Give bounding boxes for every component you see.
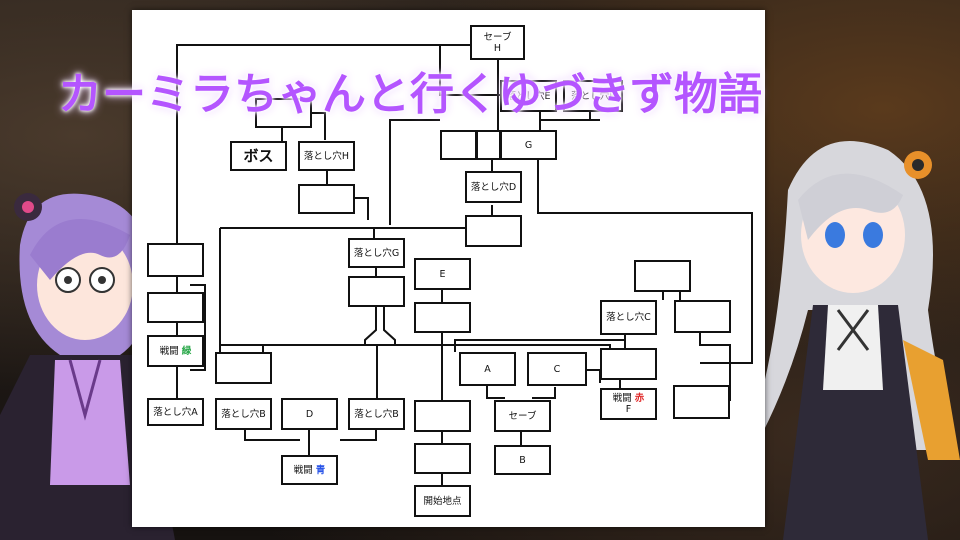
- left-character-illustration: [0, 193, 175, 540]
- box-pit-b-left: 落とし穴B: [215, 398, 272, 430]
- box-pit-d: 落とし穴D: [465, 171, 522, 203]
- battle-blue-color: 青: [315, 464, 326, 476]
- battle-red-label: 戦闘: [612, 393, 632, 404]
- box-pit-e: 落とし穴E: [500, 80, 557, 112]
- box-battle-red: 戦闘 赤 F: [600, 388, 657, 420]
- box-e: E: [414, 258, 471, 290]
- box-pit-h: 落とし穴H: [298, 141, 355, 171]
- battle-red-color: 赤: [634, 393, 645, 404]
- box-pit-d-lower: [465, 215, 522, 247]
- box-b: B: [494, 445, 551, 475]
- box-e-bottom: [414, 443, 471, 474]
- box-battle-blue: 戦闘 青: [281, 455, 338, 485]
- box-pit-g: 落とし穴G: [348, 238, 405, 268]
- box-start: 開始地点: [414, 485, 471, 517]
- box-c: C: [527, 352, 587, 386]
- box-pit-c-lower: [600, 348, 657, 380]
- box-pit-c: 落とし穴C: [600, 300, 657, 335]
- box-battle-green: 戦闘 緑: [147, 335, 204, 367]
- box-g-mid: [476, 130, 501, 160]
- box-pit-a: 落とし穴A: [147, 398, 204, 426]
- box-left-second: [147, 292, 204, 323]
- box-pit-b-right: 落とし穴B: [348, 398, 405, 430]
- box-left-mid: [215, 352, 272, 384]
- battle-green-color: 緑: [181, 345, 192, 357]
- right-character-illustration: [738, 141, 960, 540]
- battle-green-label: 戦闘: [159, 345, 179, 357]
- box-left-top: [147, 243, 204, 277]
- box-pit-g-lower: [348, 276, 405, 307]
- box-a: A: [459, 352, 516, 386]
- box-save: セーブ: [494, 400, 551, 432]
- box-right-mid: [674, 300, 731, 333]
- box-save-h: セーブ H: [470, 25, 525, 60]
- box-g: G: [500, 130, 557, 160]
- box-right-top: [634, 260, 691, 292]
- video-title: カーミラちゃんと行くゆづきず物語: [58, 69, 762, 120]
- box-e-mid: [414, 400, 471, 432]
- box-right-bottom: [673, 385, 730, 419]
- battle-blue-label: 戦闘: [293, 464, 313, 476]
- box-pit-h-lower: [298, 184, 355, 214]
- box-g-left: [440, 130, 477, 160]
- box-boss-upper: [255, 98, 312, 128]
- battle-red-f: F: [625, 404, 632, 415]
- box-e-lower: [414, 302, 471, 333]
- box-pit-f: 落とし穴F: [563, 80, 623, 112]
- box-d: D: [281, 398, 338, 430]
- box-boss: ボス: [230, 141, 287, 171]
